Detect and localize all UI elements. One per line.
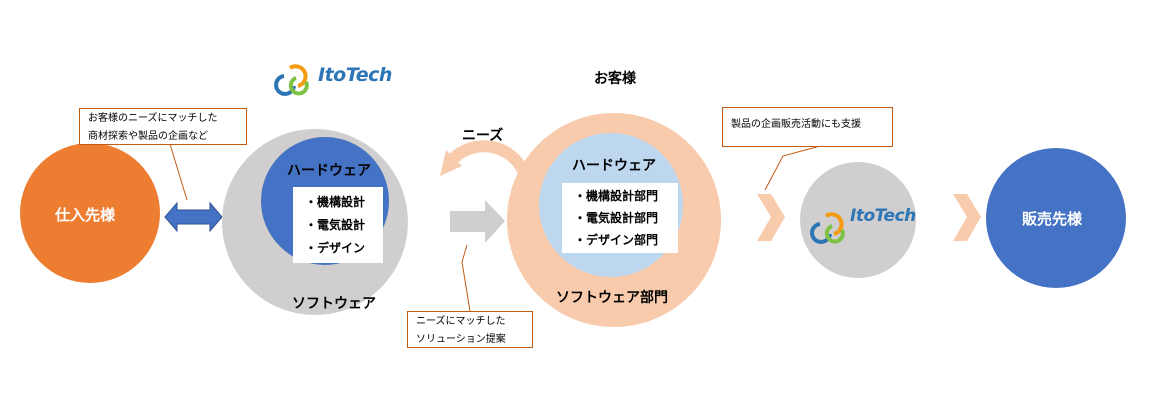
needs-label: ニーズ <box>462 128 504 144</box>
itotech-logo: ItoTech <box>850 206 916 226</box>
seller-circle <box>986 148 1126 288</box>
callout-sourcing: お客様のニーズにマッチした 商材探索や製品の企画など <box>79 108 247 145</box>
itotech-logo-icon <box>810 212 845 244</box>
callout-line: ニーズにマッチした <box>416 316 506 327</box>
callout-leader <box>169 143 188 201</box>
callout-line: お客様のニーズにマッチした <box>88 113 218 124</box>
item: ・電気設計部門 <box>574 211 659 225</box>
itotech-hardware-label: ハードウェア <box>287 163 371 179</box>
itotech-logo-icon <box>274 64 309 96</box>
proposal-arrow-icon <box>450 200 505 243</box>
itotech-items-box: ・機構設計 ・電気設計 ・デザイン <box>293 187 383 263</box>
supplier-label: 仕入先様 <box>55 206 116 224</box>
logo-text: ItoTech <box>850 206 916 226</box>
item: ・電気設計 <box>305 218 366 232</box>
customer-software-label: ソフトウェア部門 <box>556 290 668 306</box>
itotech-logo: ItoTech <box>318 64 392 86</box>
itotech-sales-circle <box>800 162 916 278</box>
callout-line: 製品の企画販売活動にも支援 <box>731 119 861 130</box>
customer-items-box: ・機構設計部門 ・電気設計部門 ・デザイン部門 <box>562 183 678 253</box>
itotech-software-label: ソフトウェア <box>292 296 376 312</box>
chevron-icon <box>757 194 785 241</box>
item: ・機構設計 <box>305 195 366 209</box>
item: ・デザイン部門 <box>574 233 659 247</box>
chevron-icon <box>953 194 981 241</box>
needs-curved-arrow-icon <box>447 140 530 176</box>
callout-leader <box>461 244 471 312</box>
logo-text: ItoTech <box>318 64 392 86</box>
seller-label: 販売先様 <box>1022 210 1083 228</box>
customer-hardware-label: ハードウェア <box>572 158 656 174</box>
needs-arrowhead-icon <box>440 150 462 176</box>
item: ・デザイン <box>305 241 366 255</box>
supplier-circle <box>20 143 160 283</box>
callout-line: 商材探索や製品の企画など <box>88 131 208 142</box>
customer-title: お客様 <box>594 71 636 87</box>
callout-line: ソリューション提案 <box>416 334 506 345</box>
callout-solution: ニーズにマッチした ソリューション提案 <box>407 311 533 348</box>
double-arrow-icon <box>164 201 223 233</box>
callout-leader <box>764 145 821 191</box>
callout-sales-support: 製品の企画販売活動にも支援 <box>722 107 893 147</box>
item: ・機構設計部門 <box>574 189 659 203</box>
